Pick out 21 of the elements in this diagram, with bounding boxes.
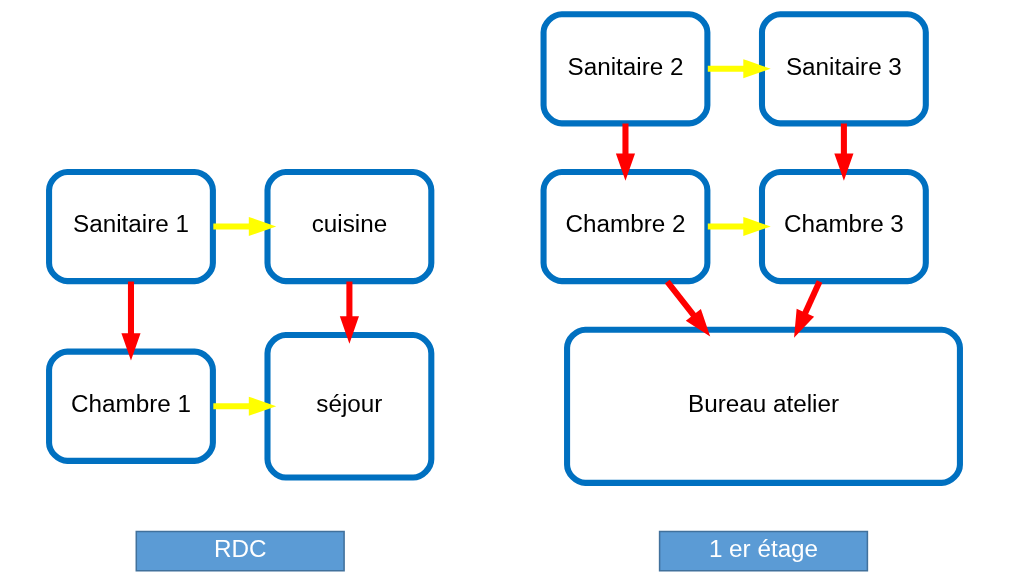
arrow [213, 396, 277, 416]
arrow [615, 123, 636, 181]
node-box: séjour [264, 331, 435, 481]
arrow [707, 59, 771, 79]
node-box: Sanitaire 3 [758, 11, 929, 127]
arrow [213, 216, 277, 237]
node-box: Chambre 3 [758, 168, 929, 285]
node-box: Sanitaire 2 [540, 11, 711, 127]
arrow [664, 279, 711, 337]
node-box: Chambre 2 [540, 168, 711, 285]
node-box: Bureau atelier [564, 326, 963, 486]
arrow [707, 216, 771, 237]
arrow [834, 123, 854, 181]
node-box: cuisine [264, 168, 435, 285]
arrow [794, 280, 823, 338]
node-box: Chambre 1 [46, 348, 216, 464]
node-box: 1 er étage [658, 530, 869, 572]
arrow [339, 281, 359, 344]
arrow [121, 281, 141, 361]
node-box: RDC [135, 530, 345, 572]
node-box: Sanitaire 1 [46, 168, 216, 285]
